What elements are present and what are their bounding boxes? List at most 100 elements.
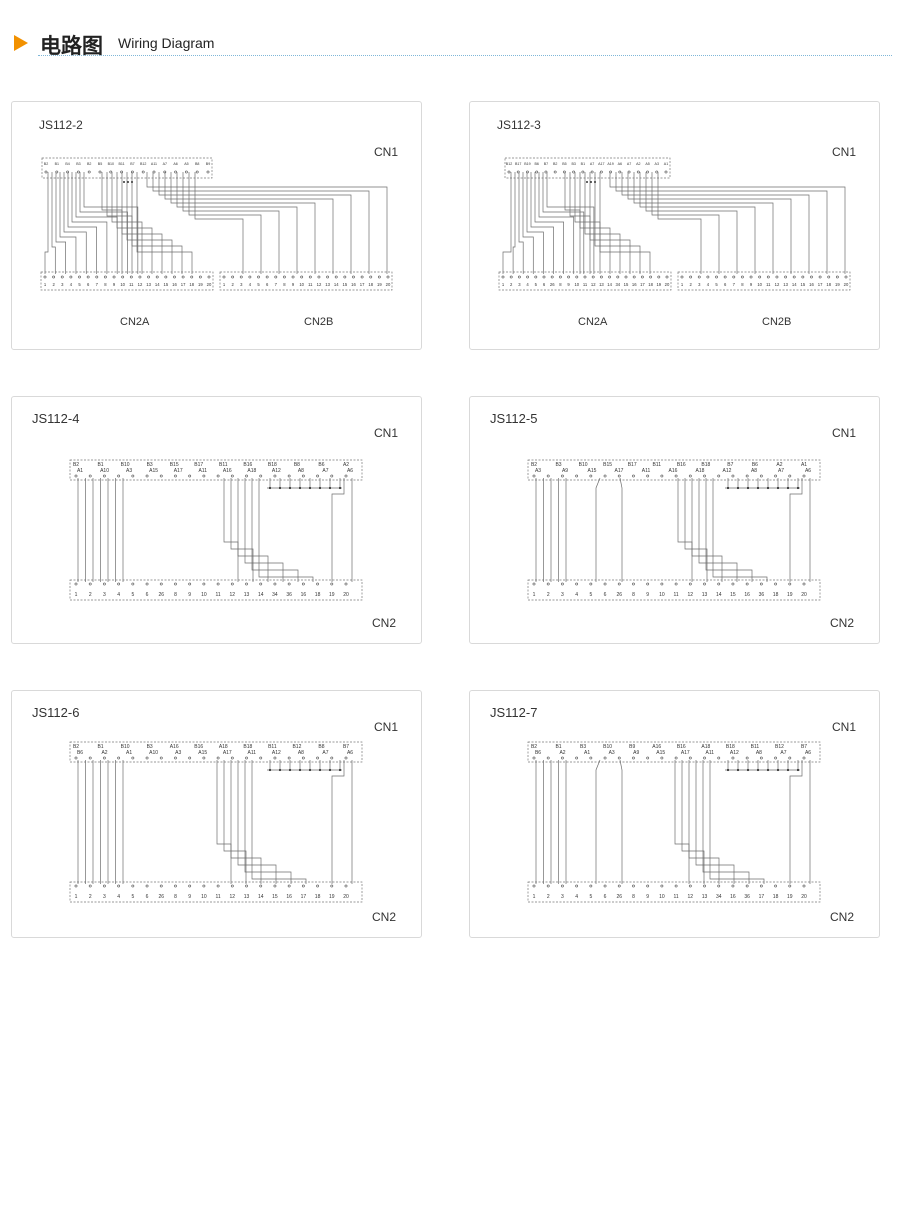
pin-label: B1 (55, 162, 59, 166)
cn1-pin (202, 474, 206, 478)
cn2a-pin (640, 275, 644, 279)
cn2-pin-label: 3 (561, 592, 564, 598)
cn1-pin-label: A18 (696, 468, 705, 474)
cn1-pin-label: A8 (756, 750, 762, 756)
cn1-pin-label: A2 (559, 750, 565, 756)
cn2-pin (330, 582, 334, 586)
cn2-pin (561, 884, 564, 888)
cn2-pin (216, 582, 220, 586)
cn2-pin (103, 884, 106, 888)
pin-label: 1 (223, 282, 226, 287)
cn2-pin-label: 10 (659, 592, 665, 598)
cn2b-pin (835, 275, 839, 279)
cn1-pin-label: A1 (801, 462, 807, 468)
cn2a-pin (207, 275, 211, 279)
cn1-pin-label: B1 (97, 462, 103, 468)
cn2a-pin (60, 275, 64, 279)
cn1-pin-label: B16 (677, 744, 686, 750)
cn2-pin-label: 9 (188, 592, 191, 598)
cn1-pin (646, 756, 650, 760)
cn2a-pin (164, 275, 168, 279)
cn1-pin (759, 474, 763, 478)
junction-dot (298, 486, 302, 490)
pin-label: B12 (140, 162, 146, 166)
cn2-pin (344, 582, 348, 586)
cn2-pin-label: 3 (561, 894, 564, 900)
cn1-pin (195, 170, 199, 174)
cn1-pin (632, 756, 635, 760)
cn1-pin (532, 756, 536, 760)
cn1-pin-label: A6 (347, 468, 353, 474)
cn1-pin (273, 756, 277, 760)
cn2-pin-label: 6 (604, 894, 607, 900)
wire (176, 172, 298, 274)
pin-label: 10 (120, 282, 125, 287)
pin-label: 11 (766, 282, 771, 287)
cn2a-pin (173, 275, 176, 279)
pin-label: 13 (599, 282, 604, 287)
cn1-pin-label: B3 (147, 462, 153, 468)
cn1-pin (507, 170, 511, 174)
wire (542, 172, 585, 274)
cn2-pin (245, 884, 248, 888)
pin-label: 8 (104, 282, 107, 287)
cn1-pin (703, 474, 706, 478)
cn1-pin (575, 756, 579, 760)
pin-label: B10 (108, 162, 114, 166)
cn1-pin-label: B11 (219, 462, 228, 468)
cn1-pin (131, 756, 135, 760)
junction-dot (736, 768, 740, 772)
cn1-pin-label: B7 (343, 744, 349, 750)
cn2-pin (589, 582, 593, 586)
pin-label: 11 (583, 282, 588, 287)
cn2b-pin (766, 275, 770, 279)
pin-label: 18 (648, 282, 653, 287)
cn2-pin-label: 3 (103, 592, 106, 598)
cn2a-pin (129, 275, 133, 279)
wire (619, 477, 623, 582)
cn1-pin-label: B1 (555, 744, 561, 750)
cn2-pin (330, 884, 334, 888)
pin-label: 5 (78, 282, 81, 287)
junction-dot (308, 486, 312, 490)
cn1-pin (184, 170, 188, 174)
junction-dot (766, 768, 770, 772)
pin-label: 4 (70, 282, 73, 287)
section-title-english: Wiring Diagram (118, 35, 215, 51)
cn2b-pin (360, 275, 364, 279)
cn2b-pin (386, 275, 390, 279)
wire (44, 172, 49, 274)
cn1-pin-label: B6 (318, 462, 324, 468)
wire (589, 172, 631, 274)
cn1-pin (120, 170, 124, 174)
cn2a-pin (155, 275, 159, 279)
cn1-pin (344, 474, 348, 478)
cn1-pin-label: A2 (776, 462, 782, 468)
junction-dot (786, 486, 790, 490)
junction-dot (338, 768, 342, 772)
cn2-pin-label: 8 (632, 592, 635, 598)
cn1-pin-label: A8 (751, 468, 757, 474)
cn1-pin-label: B2 (73, 462, 79, 468)
cn1-label: CN1 (832, 720, 856, 734)
junction-dot (776, 486, 780, 490)
wire (599, 172, 651, 274)
cn1-pin-label: A17 (681, 750, 690, 756)
pin-label: 20 (844, 282, 849, 287)
cn1-pin-label: B6 (77, 750, 83, 756)
cn2-label: CN2 (372, 910, 396, 924)
wire (223, 760, 247, 884)
wire (709, 760, 765, 884)
pin-label: A3 (655, 162, 659, 166)
cn2-pin-label: 6 (604, 592, 607, 598)
cn1-pin-label: B16 (243, 462, 252, 468)
cn2-pin-label: 19 (787, 894, 793, 900)
junction-dot (288, 486, 292, 490)
cn1-pin (802, 756, 806, 760)
cn1-pin (131, 474, 135, 478)
wire (698, 478, 738, 582)
pin-label: 20 (665, 282, 670, 287)
pin-label: 15 (801, 282, 806, 287)
cn2a-pin (69, 275, 73, 279)
junction-dot (756, 768, 760, 772)
